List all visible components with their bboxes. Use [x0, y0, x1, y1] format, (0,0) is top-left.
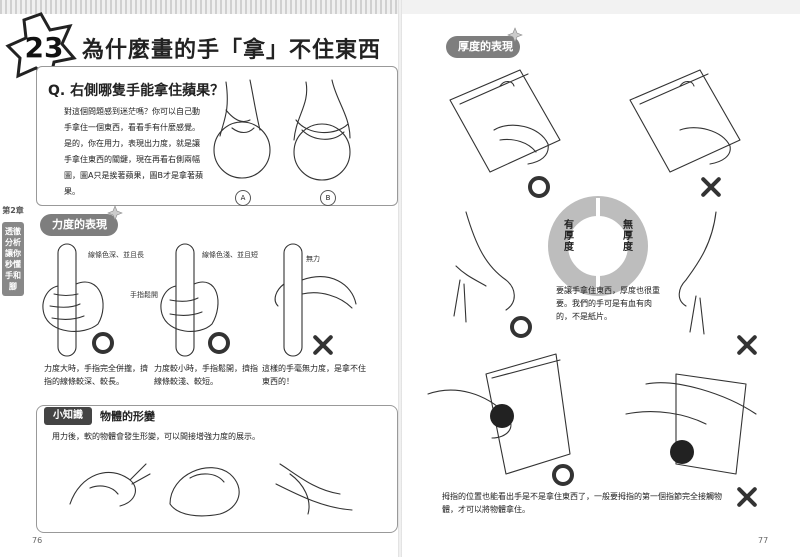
correct-mark-5 [552, 464, 574, 486]
top-stripe-right [402, 0, 800, 14]
wrong-mark-1 [312, 334, 334, 356]
strength-section-title: 力度的表現 [40, 214, 118, 236]
wallet-illustrations [449, 69, 741, 173]
chapter-title: 為什麼畫的手「拿」不住東西 [82, 38, 382, 63]
wrong-mark-4 [736, 486, 758, 508]
label-deep-lines: 線條色深、並且長 [88, 251, 144, 259]
tip-tag: 小知識 [44, 407, 92, 425]
sparkle-icon [107, 205, 123, 221]
ring-caption: 要讓手拿住東西，厚度也很重要。我們的手可是有血有肉的，不是紙片。 [556, 286, 660, 321]
correct-mark-2 [208, 332, 230, 354]
side-tab-chapter: 第2章 [2, 206, 24, 215]
grip-illustrations [42, 243, 357, 357]
label-b: B [320, 190, 336, 206]
book-spine [398, 0, 402, 557]
glass-hand-illustrations [427, 353, 757, 475]
label-a: A [235, 190, 251, 206]
wrong-mark-3 [736, 334, 758, 356]
tip-body: 用力後，軟的物體會發生形變，可以間接增強力度的展示。 [52, 432, 260, 441]
brush-hand-illustrations [453, 211, 717, 335]
correct-mark-1 [92, 332, 114, 354]
tip-title: 物體的形變 [100, 410, 155, 423]
label-fingers-loose: 手指鬆開 [130, 291, 158, 299]
side-chapter-tab: 第2章 透徹分析讓你秒懂手和腳 [2, 205, 24, 296]
sparkle-icon-2 [507, 27, 523, 43]
label-weak: 無力 [306, 255, 320, 263]
thickness-ring [548, 196, 648, 296]
strength-caption-2: 力度較小時，手指鬆開，擠指線條較淺、較短。 [154, 364, 258, 386]
side-tab-text: 透徹分析讓你秒懂手和腳 [2, 222, 24, 296]
strength-caption-3: 這樣的手毫無力度，是拿不住東西的！ [262, 364, 366, 386]
wrong-mark-2 [700, 176, 722, 198]
thickness-section-title: 厚度的表現 [446, 36, 520, 58]
tip-box [36, 405, 398, 533]
apple-hands-illustration [213, 79, 351, 181]
thumb-caption: 拇指的位置也能看出手是不是拿住東西了，一般要拇指的第一個指節完全接觸物體，才可以… [442, 492, 722, 514]
chapter-number: 23 [24, 31, 64, 64]
deformation-illustrations [69, 463, 353, 517]
correct-mark-4 [510, 316, 532, 338]
left-page-number: 76 [32, 536, 43, 545]
strength-caption-1: 力度大時，手指完全併攏，擠指的線條較深、較長。 [44, 364, 148, 386]
question-body: 對這個問題感到迷茫嗎？你可以自己動手拿住一個東西，看看手有什麼感覺。是的，你在用… [64, 107, 203, 196]
ring-label-has-thickness: 有厚度 [564, 220, 574, 253]
question-title: Q. 右側哪隻手能拿住蘋果？ [48, 83, 225, 99]
right-page-number: 77 [758, 536, 769, 545]
top-stripe-left [0, 0, 398, 14]
ring-label-no-thickness: 無厚度 [623, 220, 633, 253]
correct-mark-3 [528, 176, 550, 198]
label-light-lines: 線條色淺、並且短 [202, 251, 258, 259]
